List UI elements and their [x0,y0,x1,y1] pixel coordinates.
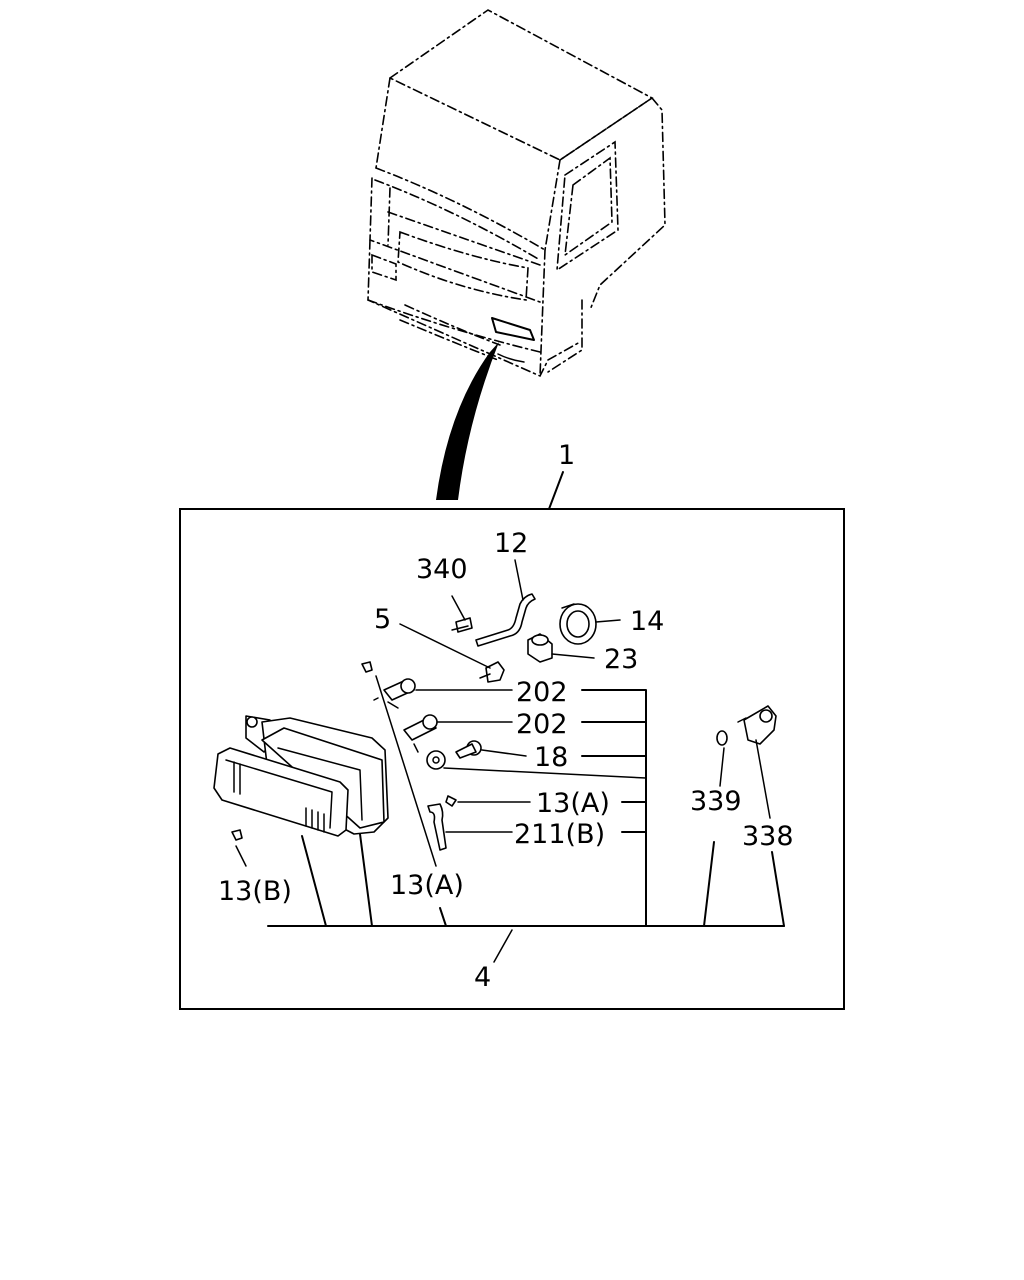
label-1: 1 [558,440,575,471]
label-12: 12 [494,528,528,559]
leader-5 [399,623,491,669]
label-18: 18 [534,742,568,773]
leader-13a-lower [375,675,437,867]
leader-23 [551,653,595,659]
part-connector [426,750,446,770]
leader-12 [514,559,524,601]
leader-340 [451,595,466,621]
part-202-bolt-upper [373,678,416,709]
part-338-bracket [737,705,777,745]
label-211b: 211(B) [514,819,605,850]
part-340-socket [451,617,473,633]
label-4: 4 [474,962,491,993]
part-339-nut [716,730,728,746]
part-18-screw [455,740,482,759]
part-13a-clip-lower [361,661,373,673]
leader-1 [548,471,564,510]
part-202-bolt-lower [403,714,438,753]
fog-lamp-housing [213,715,389,837]
truck-cab-illustration [367,9,666,378]
part-13a-clip-upper [445,795,457,807]
label-14: 14 [630,606,664,637]
grouping-brackets [267,689,785,927]
part-13b-clip [231,829,243,841]
label-13a-lower: 13(A) [390,870,464,901]
leader-4 [493,929,513,963]
label-339: 339 [690,786,742,817]
label-13b: 13(B) [218,876,292,907]
label-338: 338 [742,821,794,852]
leader-339 [719,747,725,787]
part-23-grommet [527,633,553,663]
label-202-lower: 202 [516,709,568,740]
leader-338 [755,739,771,819]
leader-18 [481,749,527,757]
label-202-upper: 202 [516,677,568,708]
part-14-cover [559,603,597,645]
label-340: 340 [416,554,468,585]
part-5-bulb [479,661,505,683]
leader-14 [595,619,621,623]
parts-box [179,508,845,1010]
label-13a-upper: 13(A) [536,788,610,819]
part-211b-pin [427,803,447,851]
label-23: 23 [604,644,638,675]
pointer-wedge [436,342,499,500]
label-5: 5 [374,604,391,635]
leader-connector [443,767,647,779]
part-12-connector-wire [475,593,536,647]
leader-13b [235,845,247,867]
